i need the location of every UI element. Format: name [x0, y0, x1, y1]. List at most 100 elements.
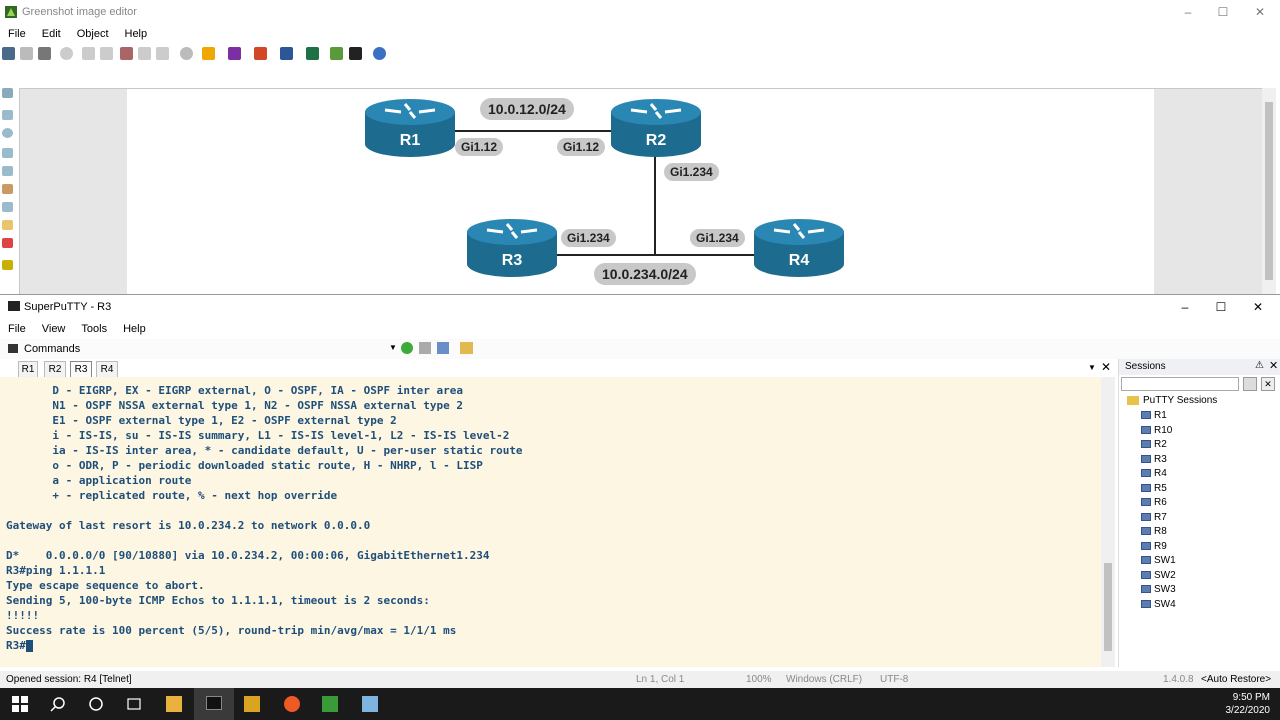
filter-icon[interactable] — [1243, 377, 1257, 391]
editor-scrollbar[interactable] — [1262, 88, 1276, 294]
counter-tool-icon[interactable] — [2, 238, 13, 248]
menu-help[interactable]: Help — [123, 323, 146, 335]
paste-icon[interactable] — [120, 47, 133, 60]
menu-tools[interactable]: Tools — [81, 323, 108, 335]
tab-r3[interactable]: R3 — [70, 361, 92, 377]
ellipse-tool-icon[interactable] — [2, 128, 13, 138]
session-item-label: SW2 — [1154, 569, 1176, 581]
arrow-tool-icon[interactable] — [2, 166, 13, 176]
cortana-icon[interactable] — [88, 696, 104, 712]
close-button[interactable]: ✕ — [1252, 300, 1264, 314]
file-explorer-icon[interactable] — [166, 696, 182, 712]
menu-object[interactable]: Object — [76, 28, 109, 40]
session-item[interactable]: R8 — [1141, 525, 1167, 539]
browser-icon[interactable] — [284, 696, 300, 712]
session-search-input[interactable] — [1121, 377, 1239, 391]
time-text: 9:50 PM — [1232, 692, 1270, 703]
image-icon[interactable] — [330, 47, 343, 60]
tab-r2[interactable]: R2 — [44, 361, 66, 377]
superputty-taskbar-icon[interactable] — [194, 688, 234, 720]
close-button[interactable]: ✕ — [1254, 5, 1266, 19]
terminal-scrollbar[interactable] — [1101, 377, 1115, 667]
clear-search-icon[interactable]: ✕ — [1261, 377, 1275, 391]
tab-list-icon[interactable]: ▼ — [1088, 363, 1096, 372]
delete-icon[interactable] — [60, 47, 73, 60]
help-icon[interactable] — [373, 47, 386, 60]
onenote-icon[interactable] — [228, 47, 241, 60]
copy-icon[interactable] — [20, 47, 33, 60]
session-item[interactable]: SW1 — [1141, 554, 1176, 568]
tab-r1[interactable]: R1 — [18, 361, 38, 377]
terminal-line: N1 - OSPF NSSA external type 1, N2 - OSP… — [6, 399, 463, 412]
info-icon[interactable] — [349, 47, 362, 60]
menu-edit[interactable]: Edit — [41, 28, 61, 40]
session-item[interactable]: R6 — [1141, 496, 1167, 510]
excel-icon[interactable] — [306, 47, 319, 60]
redo-icon[interactable] — [156, 47, 169, 60]
menu-help[interactable]: Help — [124, 28, 148, 40]
session-item[interactable]: R4 — [1141, 467, 1167, 481]
session-item[interactable]: R2 — [1141, 438, 1167, 452]
text-tool-icon[interactable] — [2, 202, 13, 212]
tab-close-icon[interactable]: ✕ — [1101, 360, 1112, 374]
print-icon[interactable] — [38, 47, 51, 60]
session-item[interactable]: SW4 — [1141, 598, 1176, 612]
windows-start-icon[interactable] — [12, 696, 28, 712]
if-r2-r1-label: Gi1.12 — [557, 138, 606, 156]
session-item[interactable]: R9 — [1141, 540, 1167, 554]
computer-icon — [1141, 570, 1151, 579]
chevron-down-icon[interactable]: ▼ — [389, 343, 397, 352]
speechbubble-tool-icon[interactable] — [2, 220, 13, 230]
session-item[interactable]: R10 — [1141, 424, 1172, 438]
sessions-root[interactable]: PuTTY Sessions — [1127, 395, 1217, 407]
greenshot-taskbar-icon[interactable] — [322, 696, 338, 712]
terminal-line: i - IS-IS, su - IS-IS summary, L1 - IS-I… — [6, 429, 510, 442]
pin-icon[interactable]: ⚠ — [1255, 360, 1264, 371]
powerpoint-icon[interactable] — [254, 47, 267, 60]
session-item-label: R9 — [1154, 540, 1167, 552]
outlook-icon[interactable] — [202, 47, 215, 60]
pointer-tool-icon[interactable] — [2, 88, 13, 98]
app-icon[interactable] — [362, 696, 378, 712]
word-icon[interactable] — [280, 47, 293, 60]
minimize-button[interactable]: – — [1184, 5, 1192, 19]
terminal-line: Sending 5, 100-byte ICMP Echos to 1.1.1.… — [6, 594, 430, 607]
menu-file[interactable]: File — [8, 28, 26, 40]
terminal-line: Success rate is 100 percent (5/5), round… — [6, 624, 457, 637]
undo-icon[interactable] — [138, 47, 151, 60]
commands-combo[interactable]: Commands — [24, 343, 81, 355]
maximize-button[interactable]: ☐ — [1215, 300, 1227, 314]
session-item[interactable]: R7 — [1141, 511, 1167, 525]
save-icon[interactable] — [2, 47, 15, 60]
cut-icon[interactable] — [82, 47, 95, 60]
session-item[interactable]: R3 — [1141, 453, 1167, 467]
close-panel-icon[interactable]: ✕ — [1269, 360, 1279, 372]
gns3-icon[interactable] — [244, 696, 260, 712]
session-item-label: R7 — [1154, 511, 1167, 523]
maximize-button[interactable]: ☐ — [1217, 5, 1229, 19]
session-item[interactable]: SW2 — [1141, 569, 1176, 583]
menu-file[interactable]: File — [8, 323, 26, 335]
tab-r4[interactable]: R4 — [96, 361, 118, 377]
terminal-cursor — [25, 640, 33, 652]
multi-icon[interactable] — [437, 342, 449, 354]
search-icon[interactable] — [50, 696, 66, 712]
settings-icon[interactable] — [180, 47, 193, 60]
session-item[interactable]: R1 — [1141, 409, 1167, 423]
minimize-button[interactable]: – — [1181, 300, 1189, 314]
line-tool-icon[interactable] — [2, 148, 13, 158]
send-icon[interactable] — [401, 342, 413, 354]
session-item[interactable]: R5 — [1141, 482, 1167, 496]
terminal-output[interactable]: D - EIGRP, EX - EIGRP external, O - OSPF… — [0, 377, 1101, 667]
rectangle-tool-icon[interactable] — [2, 110, 13, 120]
copy2-icon[interactable] — [100, 47, 113, 60]
highlight-tool-icon[interactable] — [2, 260, 13, 270]
task-view-icon[interactable] — [126, 696, 142, 712]
auto-restore-text[interactable]: <Auto Restore> — [1201, 674, 1272, 685]
gear-icon[interactable] — [419, 342, 431, 354]
clock[interactable]: 9:50 PM 3/22/2020 — [1226, 691, 1271, 717]
session-item[interactable]: SW3 — [1141, 583, 1176, 597]
folder-icon[interactable] — [460, 342, 473, 354]
menu-view[interactable]: View — [41, 323, 66, 335]
freehand-tool-icon[interactable] — [2, 184, 13, 194]
